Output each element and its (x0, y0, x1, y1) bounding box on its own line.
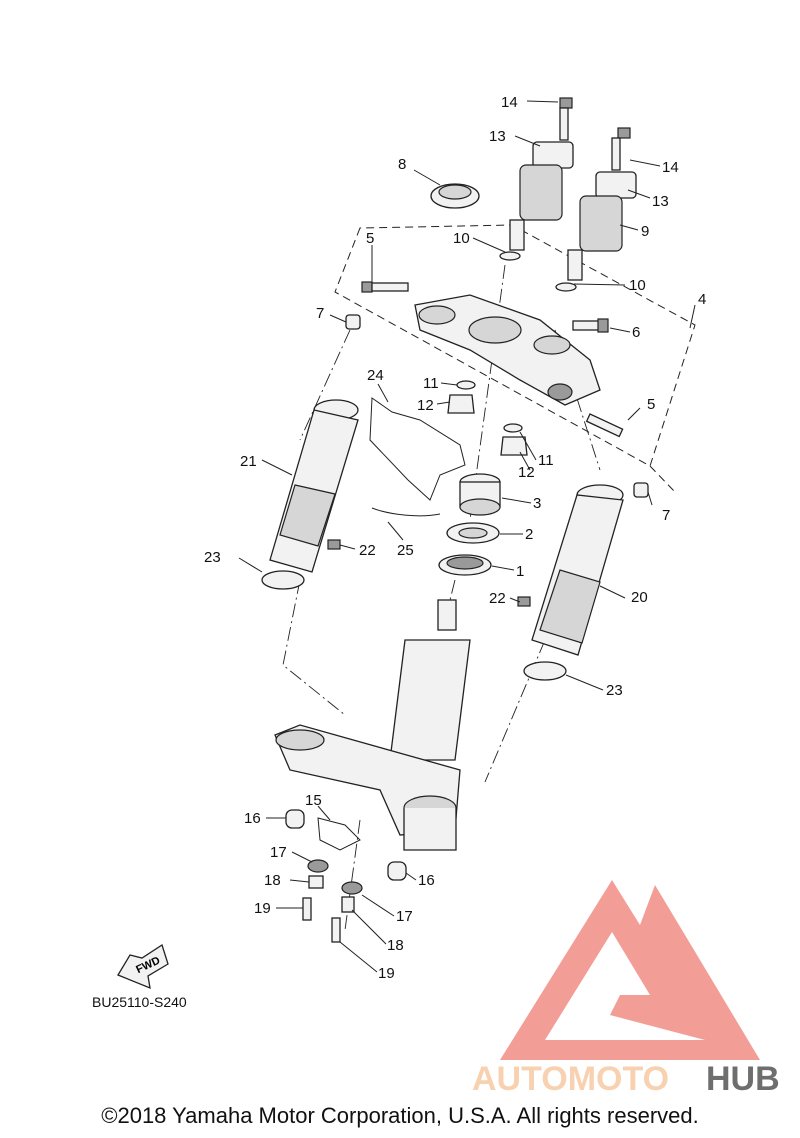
callout-5: 5 (647, 396, 655, 413)
cap-8 (430, 183, 480, 209)
grommet-17-left (307, 859, 329, 873)
callout-4: 4 (698, 291, 706, 308)
bracket-15 (317, 817, 361, 851)
callout-22: 22 (359, 542, 376, 559)
collar-18-left (308, 875, 324, 889)
bearing-1 (438, 554, 492, 576)
callout-13: 13 (489, 128, 506, 145)
cable-bracket-24 (369, 397, 466, 501)
callout-19: 19 (378, 965, 395, 982)
seal-2 (446, 522, 500, 544)
collar-7-right (633, 482, 649, 498)
callout-18: 18 (387, 937, 404, 954)
steering-stem (274, 599, 471, 851)
bolt-14-left (559, 97, 573, 141)
o-ring-23-right (523, 661, 567, 681)
bolt-5-left (361, 281, 409, 293)
bolt-19-left (302, 897, 312, 921)
callout-10: 10 (629, 277, 646, 294)
washer-10-left (499, 251, 521, 261)
callout-17: 17 (270, 844, 287, 861)
bolt-14-right (611, 127, 631, 171)
copyright-notice: ©2018 Yamaha Motor Corporation, U.S.A. A… (101, 1103, 699, 1128)
logo-triangle-inner (545, 932, 705, 1040)
damper-16-left (285, 809, 305, 829)
leader-lines (238, 100, 696, 973)
callout-15: 15 (305, 792, 322, 809)
logo-wordmark-part2: HUB (706, 1060, 780, 1098)
diagram-reference-code: BU25110-S240 (92, 994, 187, 1010)
handlebar-holder-right (567, 171, 637, 281)
callout-21: 21 (240, 453, 257, 470)
fork-tube-20 (531, 484, 624, 656)
nut-12-left (447, 394, 475, 414)
upper-bracket (414, 294, 601, 406)
fwd-arrow-icon: FWD (117, 943, 169, 990)
upper-bracket-assembly-boundary (334, 224, 696, 467)
boundary-right-extension (649, 465, 676, 493)
bolt-6 (572, 318, 609, 333)
callout-25: 25 (397, 542, 414, 559)
callout-16: 16 (244, 810, 261, 827)
collar-18-right (341, 896, 355, 913)
callout-20: 20 (631, 589, 648, 606)
callout-24: 24 (367, 367, 384, 384)
screw-22-left (327, 539, 341, 550)
callout-8: 8 (398, 156, 406, 173)
cover-3 (459, 473, 501, 516)
callout-10: 10 (453, 230, 470, 247)
callout-labels: 14 13 14 13 9 8 10 10 5 4 6 7 24 11 12 5… (204, 94, 706, 982)
fork-tube-21 (269, 399, 359, 573)
washer-11-right (503, 423, 523, 433)
bolt-5-right (585, 413, 624, 438)
callout-1: 1 (516, 563, 524, 580)
callout-23: 23 (606, 682, 623, 699)
damper-16-right (387, 861, 407, 881)
nut-12-right (500, 436, 528, 456)
callout-3: 3 (533, 495, 541, 512)
callout-22: 22 (489, 590, 506, 607)
grommet-17-right (341, 881, 363, 895)
callout-11: 11 (538, 452, 554, 469)
callout-13: 13 (652, 193, 669, 210)
logo-wordmark-part1: AUTOMOTO (472, 1060, 669, 1098)
callout-7: 7 (662, 507, 670, 524)
callout-23: 23 (204, 549, 221, 566)
callout-19: 19 (254, 900, 271, 917)
automotohub-logo: AUTOMOTO HUB (472, 880, 780, 1098)
callout-2: 2 (525, 526, 533, 543)
callout-7: 7 (316, 305, 324, 322)
callout-17: 17 (396, 908, 413, 925)
callout-9: 9 (641, 223, 649, 240)
callout-14: 14 (501, 94, 518, 111)
washer-11-left (456, 380, 476, 390)
cable-tie-25 (371, 507, 441, 517)
callout-12: 12 (518, 464, 535, 481)
centerline-left-fork (282, 329, 351, 716)
o-ring-23-left (261, 570, 305, 590)
centerline-bracket (344, 819, 361, 931)
bolt-19-right (331, 917, 341, 943)
handlebar-holder-left (509, 141, 574, 251)
washer-10-right (555, 282, 577, 292)
collar-7-left (345, 314, 361, 330)
callout-5: 5 (366, 230, 374, 247)
callout-14: 14 (662, 159, 679, 176)
callout-6: 6 (632, 324, 640, 341)
callout-18: 18 (264, 872, 281, 889)
callout-16: 16 (418, 872, 435, 889)
callout-12: 12 (417, 397, 434, 414)
callout-11: 11 (423, 375, 439, 392)
